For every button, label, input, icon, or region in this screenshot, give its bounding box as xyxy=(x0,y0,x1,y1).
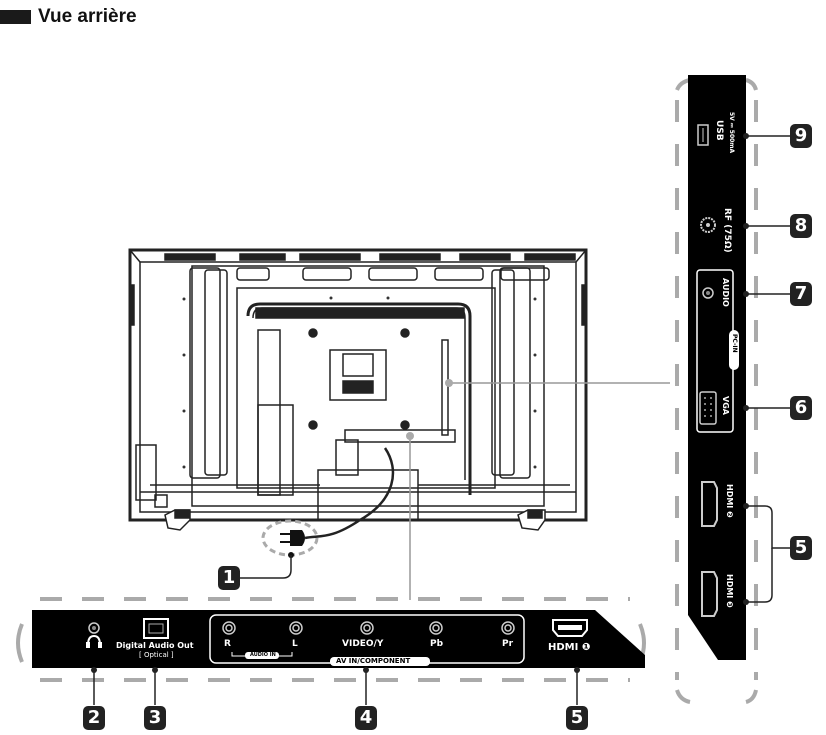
side-panel-outline xyxy=(675,100,758,680)
rf-label: RF (75Ω) xyxy=(722,208,732,253)
audio-in-label: AUDIO IN xyxy=(250,652,276,658)
hdmi3-label: HDMI ❸ xyxy=(725,574,734,608)
badge-3-optical: 3 xyxy=(144,706,166,730)
power-plug-icon xyxy=(240,519,319,579)
vga-label: VGA xyxy=(721,396,730,415)
badge-8-rf: 8 xyxy=(790,214,812,238)
av-component-label: AV IN/COMPONENT xyxy=(336,657,411,665)
badge-9-usb: 9 xyxy=(790,124,812,148)
bottom-panel-outline xyxy=(40,597,630,682)
optical-label: [ Optical ] xyxy=(139,651,174,659)
pc-in-label: PC-IN xyxy=(731,334,738,353)
video-y-label: VIDEO/Y xyxy=(342,639,384,649)
badge-1-power: 1 xyxy=(218,566,240,590)
audio-l-label: L xyxy=(292,639,298,649)
tv-back-outline xyxy=(128,248,588,540)
badge-2-headphone: 2 xyxy=(83,706,105,730)
hdmi1-label: HDMI ❶ xyxy=(548,642,591,653)
usb-label: USB xyxy=(714,120,724,141)
pr-label: Pr xyxy=(502,639,514,649)
badge-6-vga: 6 xyxy=(790,396,812,420)
badge-7-audio: 7 xyxy=(790,282,812,306)
audio-r-label: R xyxy=(224,639,231,649)
page-title: Vue arrière xyxy=(0,6,137,28)
title-marker xyxy=(0,10,31,24)
audio-label: AUDIO xyxy=(721,278,730,307)
badge-5-hdmi-bottom: 5 xyxy=(566,706,588,730)
bottom-panel xyxy=(32,610,645,668)
hdmi2-label: HDMI ❷ xyxy=(725,484,734,518)
usb-spec-label: 5V ⎓ 500mA xyxy=(728,112,735,154)
digital-audio-label: Digital Audio Out xyxy=(116,641,194,650)
badge-5-hdmi-side: 5 xyxy=(790,536,812,560)
badge-4-av-in: 4 xyxy=(355,706,377,730)
title-text: Vue arrière xyxy=(38,6,137,27)
pb-label: Pb xyxy=(430,639,444,649)
